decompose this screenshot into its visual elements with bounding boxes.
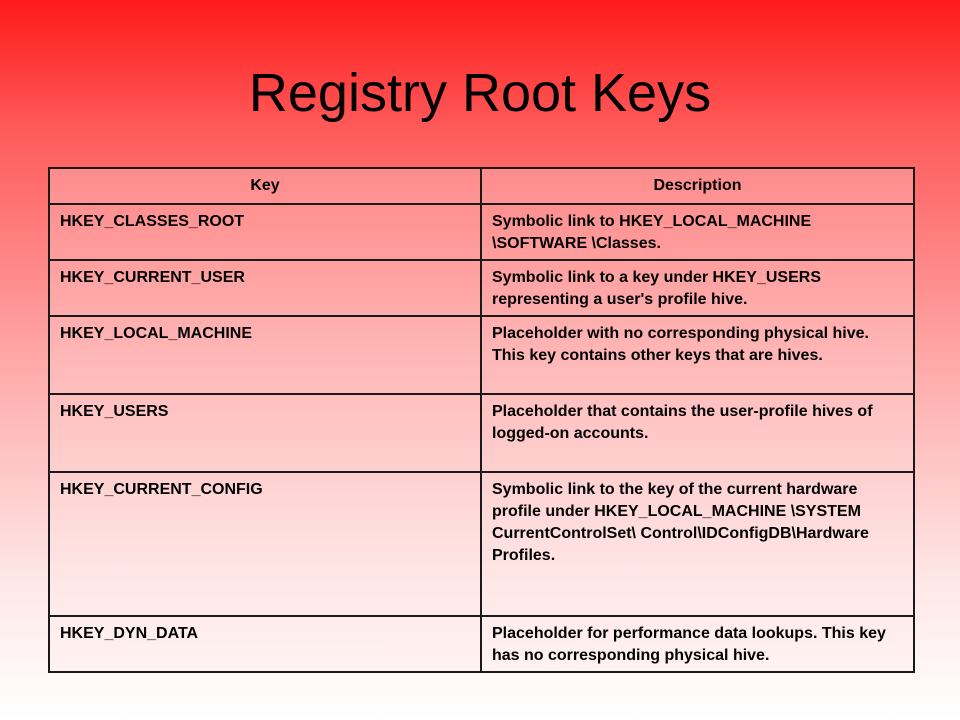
key-cell: HKEY_DYN_DATA xyxy=(48,615,482,673)
slide-title: Registry Root Keys xyxy=(248,63,712,123)
description-cell: Symbolic link to a key under HKEY_USERS … xyxy=(480,259,915,317)
key-cell: HKEY_CURRENT_USER xyxy=(48,259,482,317)
key-cell: HKEY_CURRENT_CONFIG xyxy=(48,471,482,617)
table-row: HKEY_USERS Placeholder that contains the… xyxy=(48,393,915,473)
table-row: HKEY_LOCAL_MACHINE Placeholder with no c… xyxy=(48,315,915,395)
description-cell: Symbolic link to HKEY_LOCAL_MACHINE \SOF… xyxy=(480,203,915,261)
key-cell: HKEY_USERS xyxy=(48,393,482,473)
description-cell: Placeholder for performance data lookups… xyxy=(480,615,915,673)
key-cell: HKEY_CLASSES_ROOT xyxy=(48,203,482,261)
header-description: Description xyxy=(480,167,915,205)
description-cell: Placeholder that contains the user-profi… xyxy=(480,393,915,473)
description-cell: Symbolic link to the key of the current … xyxy=(480,471,915,617)
table-row: HKEY_CURRENT_USER Symbolic link to a key… xyxy=(48,259,915,317)
header-key: Key xyxy=(48,167,482,205)
table-row: HKEY_CURRENT_CONFIG Symbolic link to the… xyxy=(48,471,915,617)
table-row: HKEY_DYN_DATA Placeholder for performanc… xyxy=(48,615,915,673)
table-header-row: Key Description xyxy=(48,167,915,205)
description-cell: Placeholder with no corresponding physic… xyxy=(480,315,915,395)
table-row: HKEY_CLASSES_ROOT Symbolic link to HKEY_… xyxy=(48,203,915,261)
key-cell: HKEY_LOCAL_MACHINE xyxy=(48,315,482,395)
registry-keys-table: Key Description HKEY_CLASSES_ROOT Symbol… xyxy=(48,167,915,673)
